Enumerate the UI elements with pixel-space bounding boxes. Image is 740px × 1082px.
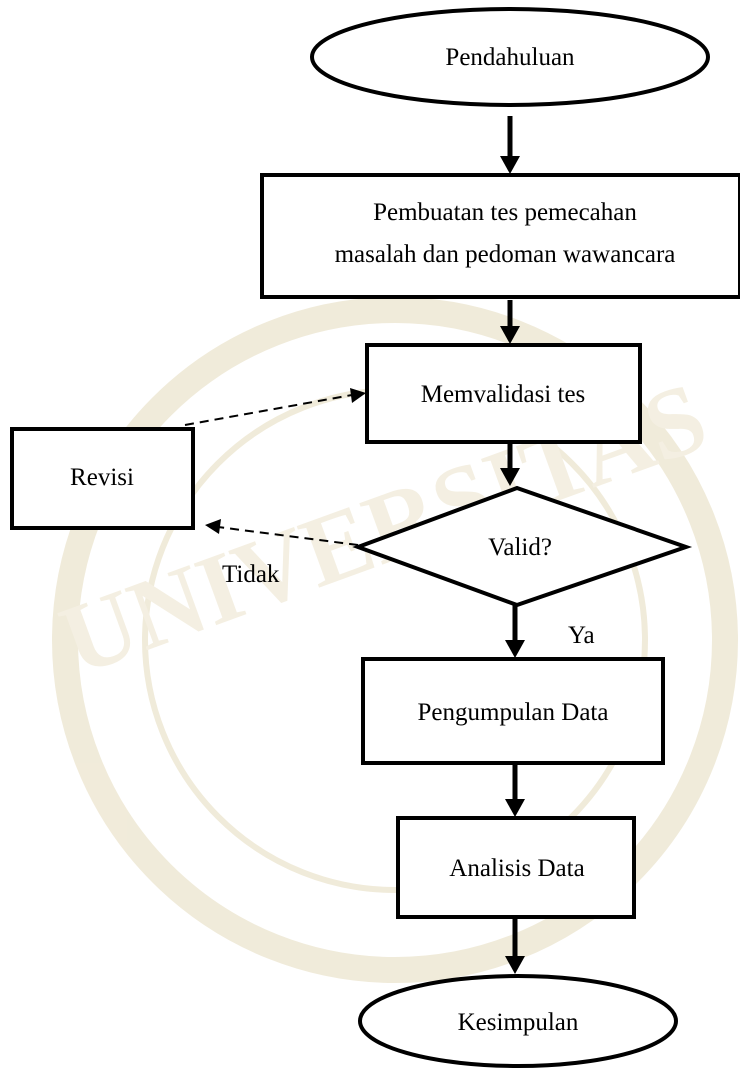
process-analisis-data-label: Analisis Data: [449, 855, 584, 882]
arrowhead: [505, 799, 525, 817]
arrowhead: [500, 156, 520, 174]
dashed-arrow-decision-to-revisi: [217, 526, 359, 546]
process-pengumpulan-data: [361, 657, 665, 765]
arrowhead: [350, 388, 366, 403]
process-pembuatan-tes-line2: masalah dan pedoman wawancara: [335, 241, 676, 268]
decision-valid-label: Valid?: [488, 534, 552, 561]
arrowhead: [505, 956, 525, 974]
process-analisis-data: [396, 816, 636, 919]
start-terminator: [310, 7, 710, 107]
process-memvalidasi-tes: [365, 343, 642, 444]
start-label: Pendahuluan: [445, 44, 575, 71]
arrowhead: [505, 640, 525, 658]
edge-label-tidak: Tidak: [222, 561, 280, 588]
dashed-arrow-revisi-to-step2: [184, 394, 353, 426]
arrowhead: [500, 326, 520, 344]
edge-label-ya: Ya: [568, 622, 595, 649]
arrowhead: [500, 468, 520, 486]
process-revisi-label: Revisi: [70, 464, 134, 491]
end-label: Kesimpulan: [458, 1009, 579, 1036]
process-pembuatan-tes: [260, 173, 740, 299]
end-terminator: [358, 974, 678, 1068]
process-memvalidasi-tes-label: Memvalidasi tes: [421, 381, 586, 408]
process-pembuatan-tes-line1: Pembuatan tes pemecahan: [373, 199, 637, 226]
arrowhead: [205, 519, 221, 534]
process-revisi: [10, 427, 195, 530]
process-pengumpulan-data-label: Pengumpulan Data: [418, 699, 609, 726]
